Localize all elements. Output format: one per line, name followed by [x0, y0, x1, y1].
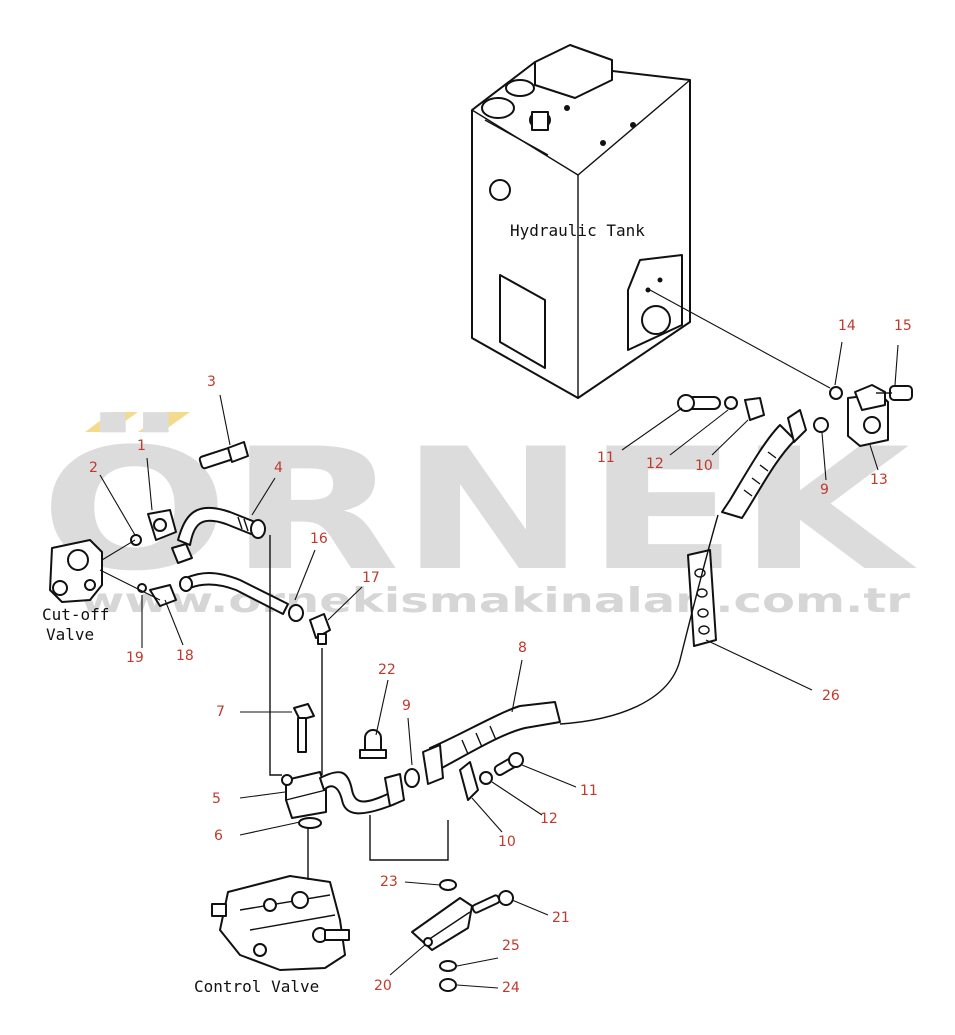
tube-16 — [179, 572, 304, 622]
callout-21: 21 — [552, 910, 570, 926]
suction-hose — [677, 394, 807, 519]
watermark-accent-right — [138, 412, 190, 432]
callout-18: 18 — [176, 648, 194, 664]
callout-numbers: 1 2 3 4 5 6 7 8 9 9 10 10 11 11 12 12 13… — [89, 318, 912, 996]
main-return-line — [422, 514, 719, 785]
cutoff-valve: Cut-off Valve — [42, 509, 177, 644]
callout-16: 16 — [310, 531, 328, 547]
bolt-3 — [198, 441, 249, 470]
callout-17: 17 — [362, 570, 380, 586]
callout-11-upper: 11 — [597, 450, 615, 466]
callout-10-upper: 10 — [695, 458, 713, 474]
callout-14: 14 — [838, 318, 856, 334]
callout-19: 19 — [126, 650, 144, 666]
callout-24: 24 — [502, 980, 520, 996]
tank-outlet-flange — [813, 384, 913, 447]
hydraulic-tank: Hydraulic Tank — [471, 44, 831, 399]
callout-12-upper: 12 — [646, 456, 664, 472]
cutoff-valve-label-line1: Cut-off — [42, 605, 109, 624]
callout-6: 6 — [214, 828, 223, 844]
callout-20: 20 — [374, 978, 392, 994]
callout-1: 1 — [137, 438, 146, 454]
elbow-fitting-17 — [309, 613, 331, 645]
callout-9-lower: 9 — [402, 698, 411, 714]
watermark-accent-left — [85, 412, 138, 432]
callout-26: 26 — [822, 688, 840, 704]
callout-4: 4 — [274, 460, 283, 476]
tube-4 — [171, 506, 266, 564]
watermark-url: www.ornekismakinalari.com.tr — [80, 581, 910, 621]
bent-tube — [319, 729, 420, 815]
callout-11-lower: 11 — [580, 783, 598, 799]
callout-8: 8 — [518, 640, 527, 656]
callout-23: 23 — [380, 874, 398, 890]
callout-9-upper: 9 — [820, 482, 829, 498]
callout-15: 15 — [894, 318, 912, 334]
callout-leaders — [99, 341, 899, 989]
callout-7: 7 — [216, 704, 225, 720]
hose-clamp-plate — [687, 549, 813, 691]
callout-13: 13 — [870, 472, 888, 488]
callout-25: 25 — [502, 938, 520, 954]
hydraulic-tank-label: Hydraulic Tank — [510, 221, 645, 240]
callout-10-lower: 10 — [498, 834, 516, 850]
bolt-7 — [293, 703, 315, 753]
callout-2: 2 — [89, 460, 98, 476]
bracket-20 — [411, 879, 514, 992]
callout-22: 22 — [378, 662, 396, 678]
cutoff-valve-label-line2: Valve — [46, 625, 94, 644]
callout-3: 3 — [207, 374, 216, 390]
control-valve-label: Control Valve — [194, 977, 319, 996]
callout-12-lower: 12 — [540, 811, 558, 827]
manifold-block-5 — [281, 771, 327, 829]
callout-5: 5 — [212, 791, 221, 807]
control-valve: Control Valve — [194, 828, 350, 996]
lower-clamp — [459, 752, 524, 801]
